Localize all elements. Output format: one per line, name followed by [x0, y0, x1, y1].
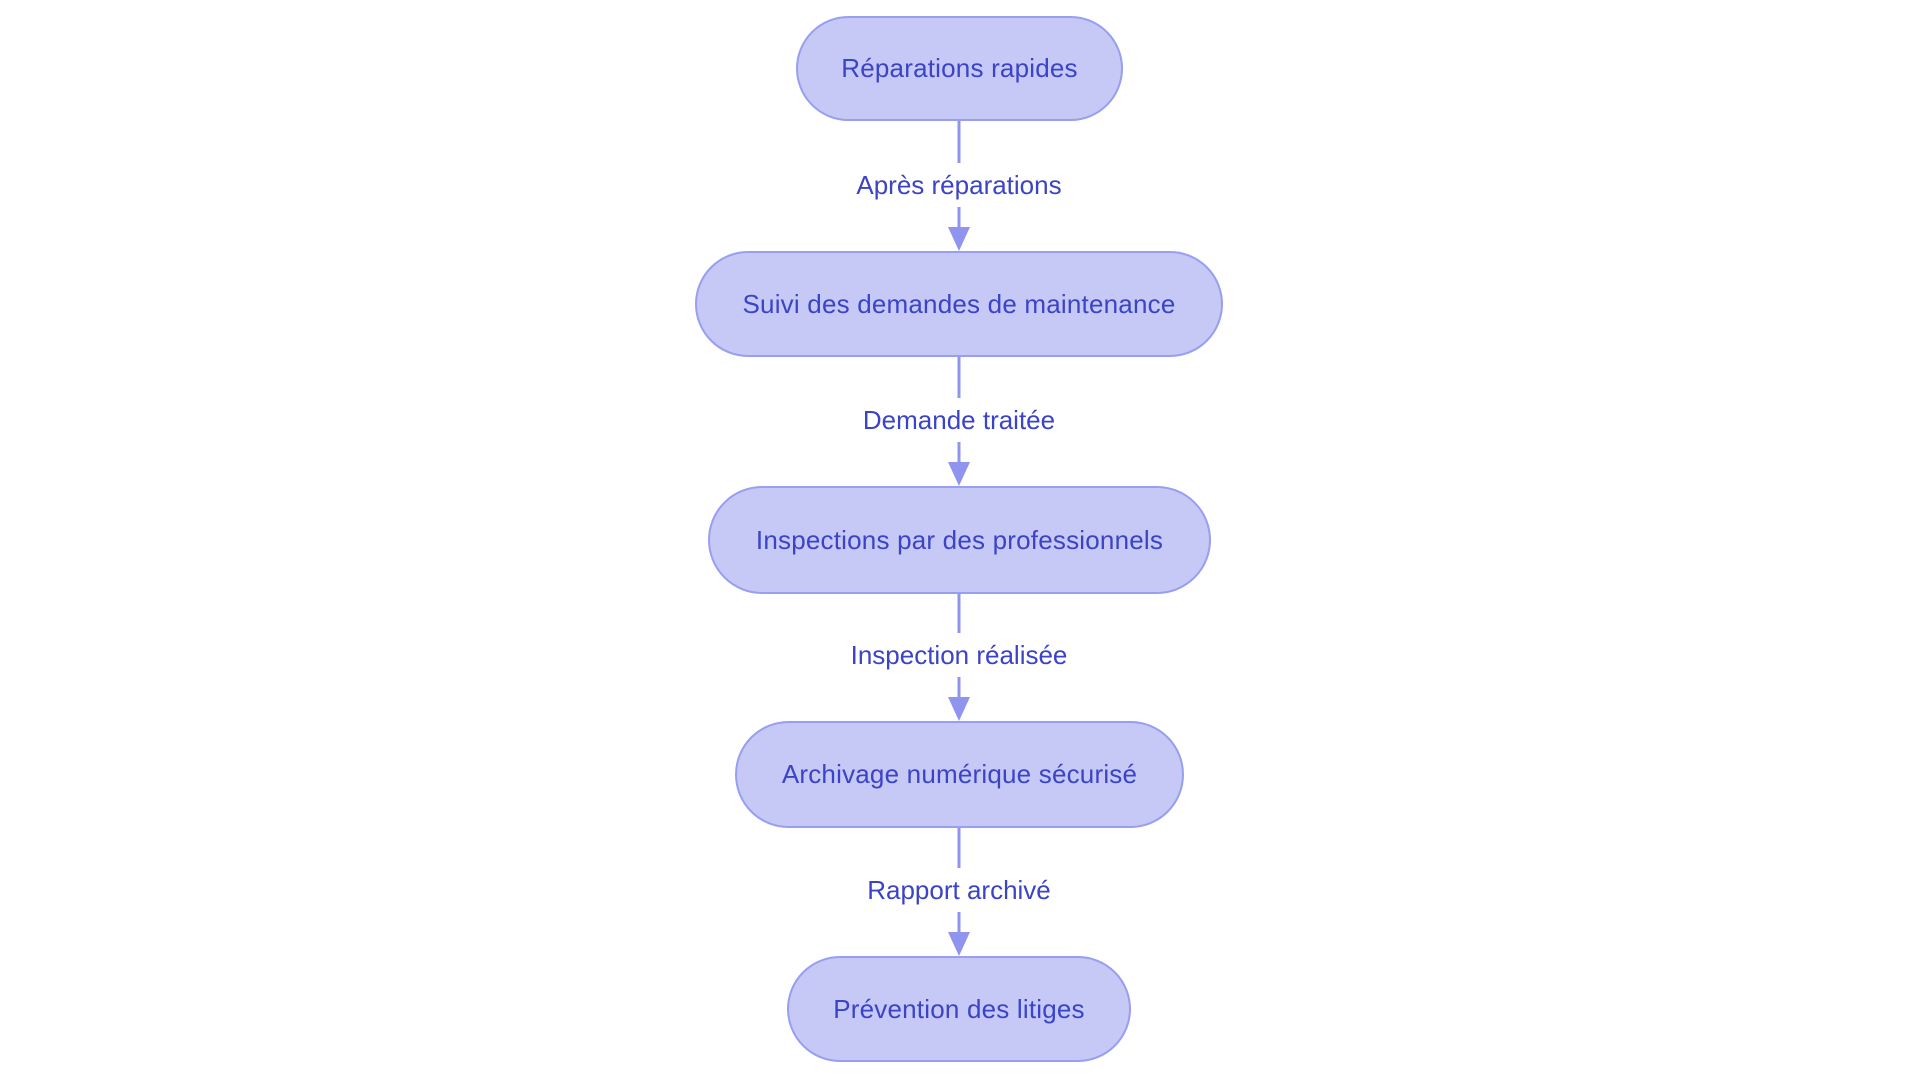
flow-node-inspections-professionnels: Inspections par des professionnels	[708, 486, 1211, 594]
flow-node-suivi-des-demandes: Suivi des demandes de maintenance	[695, 251, 1223, 357]
flow-node-label: Réparations rapides	[841, 53, 1078, 83]
edge-label-rapport-archive: Rapport archivé	[857, 868, 1061, 912]
flow-node-archivage-numerique: Archivage numérique sécurisé	[735, 721, 1184, 828]
edge-label-apres-reparations: Après réparations	[846, 163, 1072, 207]
flow-node-label: Archivage numérique sécurisé	[781, 759, 1138, 789]
flow-node-label: Suivi des demandes de maintenance	[742, 288, 1176, 319]
arrow-down-icon	[948, 462, 970, 486]
flow-node-label: Prévention des litiges	[833, 993, 1085, 1024]
edge-label-demande-traitee: Demande traitée	[852, 398, 1066, 442]
flow-node-prevention-litiges: Prévention des litiges	[787, 956, 1131, 1062]
flow-node-label: Inspections par des professionnels	[755, 524, 1164, 555]
arrow-down-icon	[948, 932, 970, 956]
flow-node-reparations-rapides: Réparations rapides	[796, 16, 1123, 121]
arrow-down-icon	[948, 697, 970, 721]
edge-label-inspection-realisee: Inspection réalisée	[840, 633, 1078, 677]
arrow-down-icon	[948, 227, 970, 251]
